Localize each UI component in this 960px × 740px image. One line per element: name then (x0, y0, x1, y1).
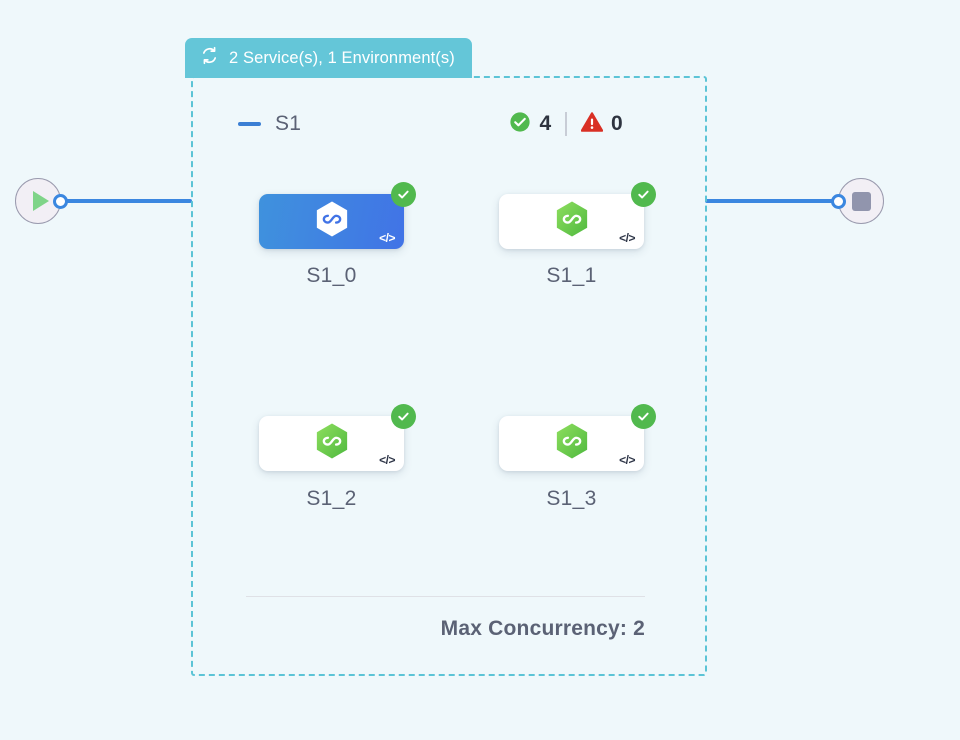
service-node-s1-2[interactable]: </> (259, 404, 416, 471)
stop-icon (851, 191, 871, 211)
end-node-target-handle[interactable] (831, 194, 846, 209)
hexagon-infinity-icon (551, 198, 593, 245)
group-toolbar: S1 4 (238, 107, 665, 141)
footer-divider (246, 596, 645, 598)
service-node-s1-0[interactable]: </> (259, 182, 416, 249)
play-icon (32, 191, 49, 211)
status-success-count: 4 (539, 112, 552, 135)
max-concurrency-label: Max Concurrency: 2 (440, 617, 645, 640)
loop-icon (199, 45, 220, 71)
service-node-body[interactable] (259, 194, 404, 249)
minus-icon (238, 122, 261, 126)
hexagon-infinity-icon (311, 420, 353, 467)
hexagon-infinity-icon (551, 420, 593, 467)
code-glyph-icon: </> (379, 231, 395, 245)
code-glyph-icon: </> (379, 453, 395, 467)
edge-start-to-group[interactable] (62, 199, 192, 203)
edge-group-to-end[interactable] (705, 199, 841, 203)
service-node-body[interactable] (259, 416, 404, 471)
status-divider (565, 112, 568, 136)
start-node-source-handle[interactable] (53, 194, 68, 209)
status-success: 4 (509, 111, 551, 138)
status-error-count: 0 (611, 112, 623, 135)
code-glyph-icon: </> (619, 453, 635, 467)
check-circle-icon (509, 111, 531, 138)
group-header-badge[interactable]: 2 Service(s), 1 Environment(s) (185, 38, 472, 78)
service-node-label-s1-1: S1_1 (546, 264, 597, 287)
service-node-body[interactable] (499, 416, 644, 471)
service-node-label-s1-0: S1_0 (306, 264, 357, 287)
group-status-summary: 4 0 (509, 111, 623, 138)
warning-triangle-icon (580, 111, 604, 138)
hexagon-infinity-icon (311, 198, 353, 245)
check-circle-icon (391, 182, 416, 207)
group-name-label: S1 (275, 112, 302, 135)
check-circle-icon (391, 404, 416, 429)
service-node-s1-3[interactable]: </> (499, 404, 656, 471)
check-circle-icon (631, 404, 656, 429)
code-glyph-icon: </> (619, 231, 635, 245)
group-collapse-toggle[interactable]: S1 (238, 112, 301, 136)
group-header-label: 2 Service(s), 1 Environment(s) (229, 48, 455, 67)
service-node-body[interactable] (499, 194, 644, 249)
service-node-label-s1-3: S1_3 (546, 487, 597, 510)
service-node-label-s1-2: S1_2 (306, 487, 357, 510)
service-group-container[interactable]: S1 4 (191, 76, 707, 676)
service-node-s1-1[interactable]: </> (499, 182, 656, 249)
status-error: 0 (580, 111, 623, 138)
check-circle-icon (631, 182, 656, 207)
